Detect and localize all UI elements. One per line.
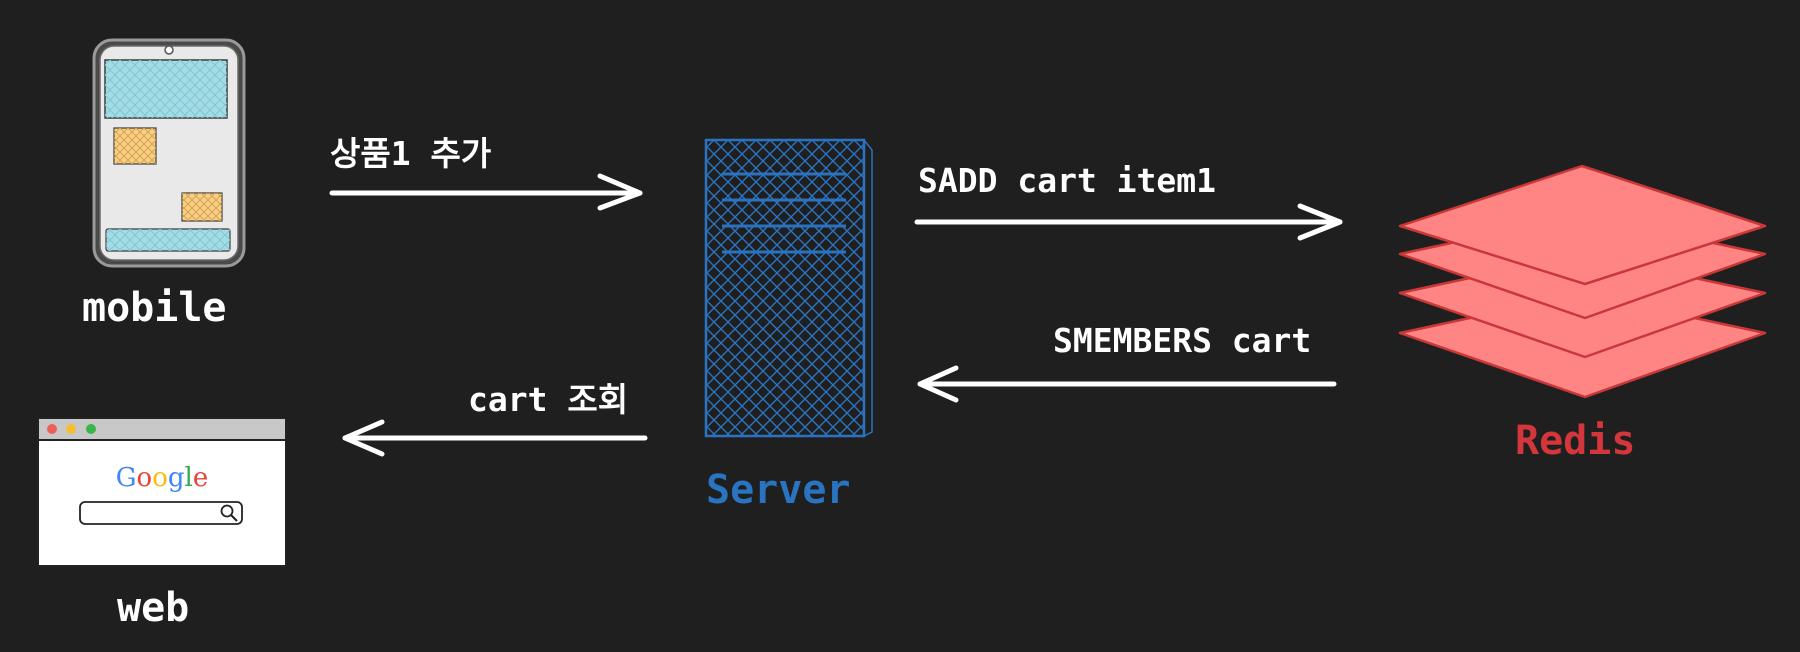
search-icon [220,504,238,522]
arrow-server-to-web [342,419,648,457]
mobile-device-icon [92,38,246,268]
mobile-label: mobile [82,285,227,331]
server-icon [704,138,873,438]
redis-label: Redis [1515,418,1636,464]
web-browser-icon: Google [37,417,287,567]
edge-label-view-cart: cart 조회 [468,380,629,419]
arrow-redis-to-server [917,365,1337,403]
edge-label-smembers: SMEMBERS cart [1053,321,1312,360]
arrow-mobile-to-server [329,173,643,211]
web-label: web [117,585,190,631]
edge-label-add-item: 상품1 추가 [330,134,492,173]
google-logo: Google [116,463,208,493]
arrow-server-to-redis [914,203,1343,241]
edge-label-sadd: SADD cart item1 [918,161,1217,200]
redis-stack-icon [1398,164,1767,399]
server-label: Server [706,467,851,513]
